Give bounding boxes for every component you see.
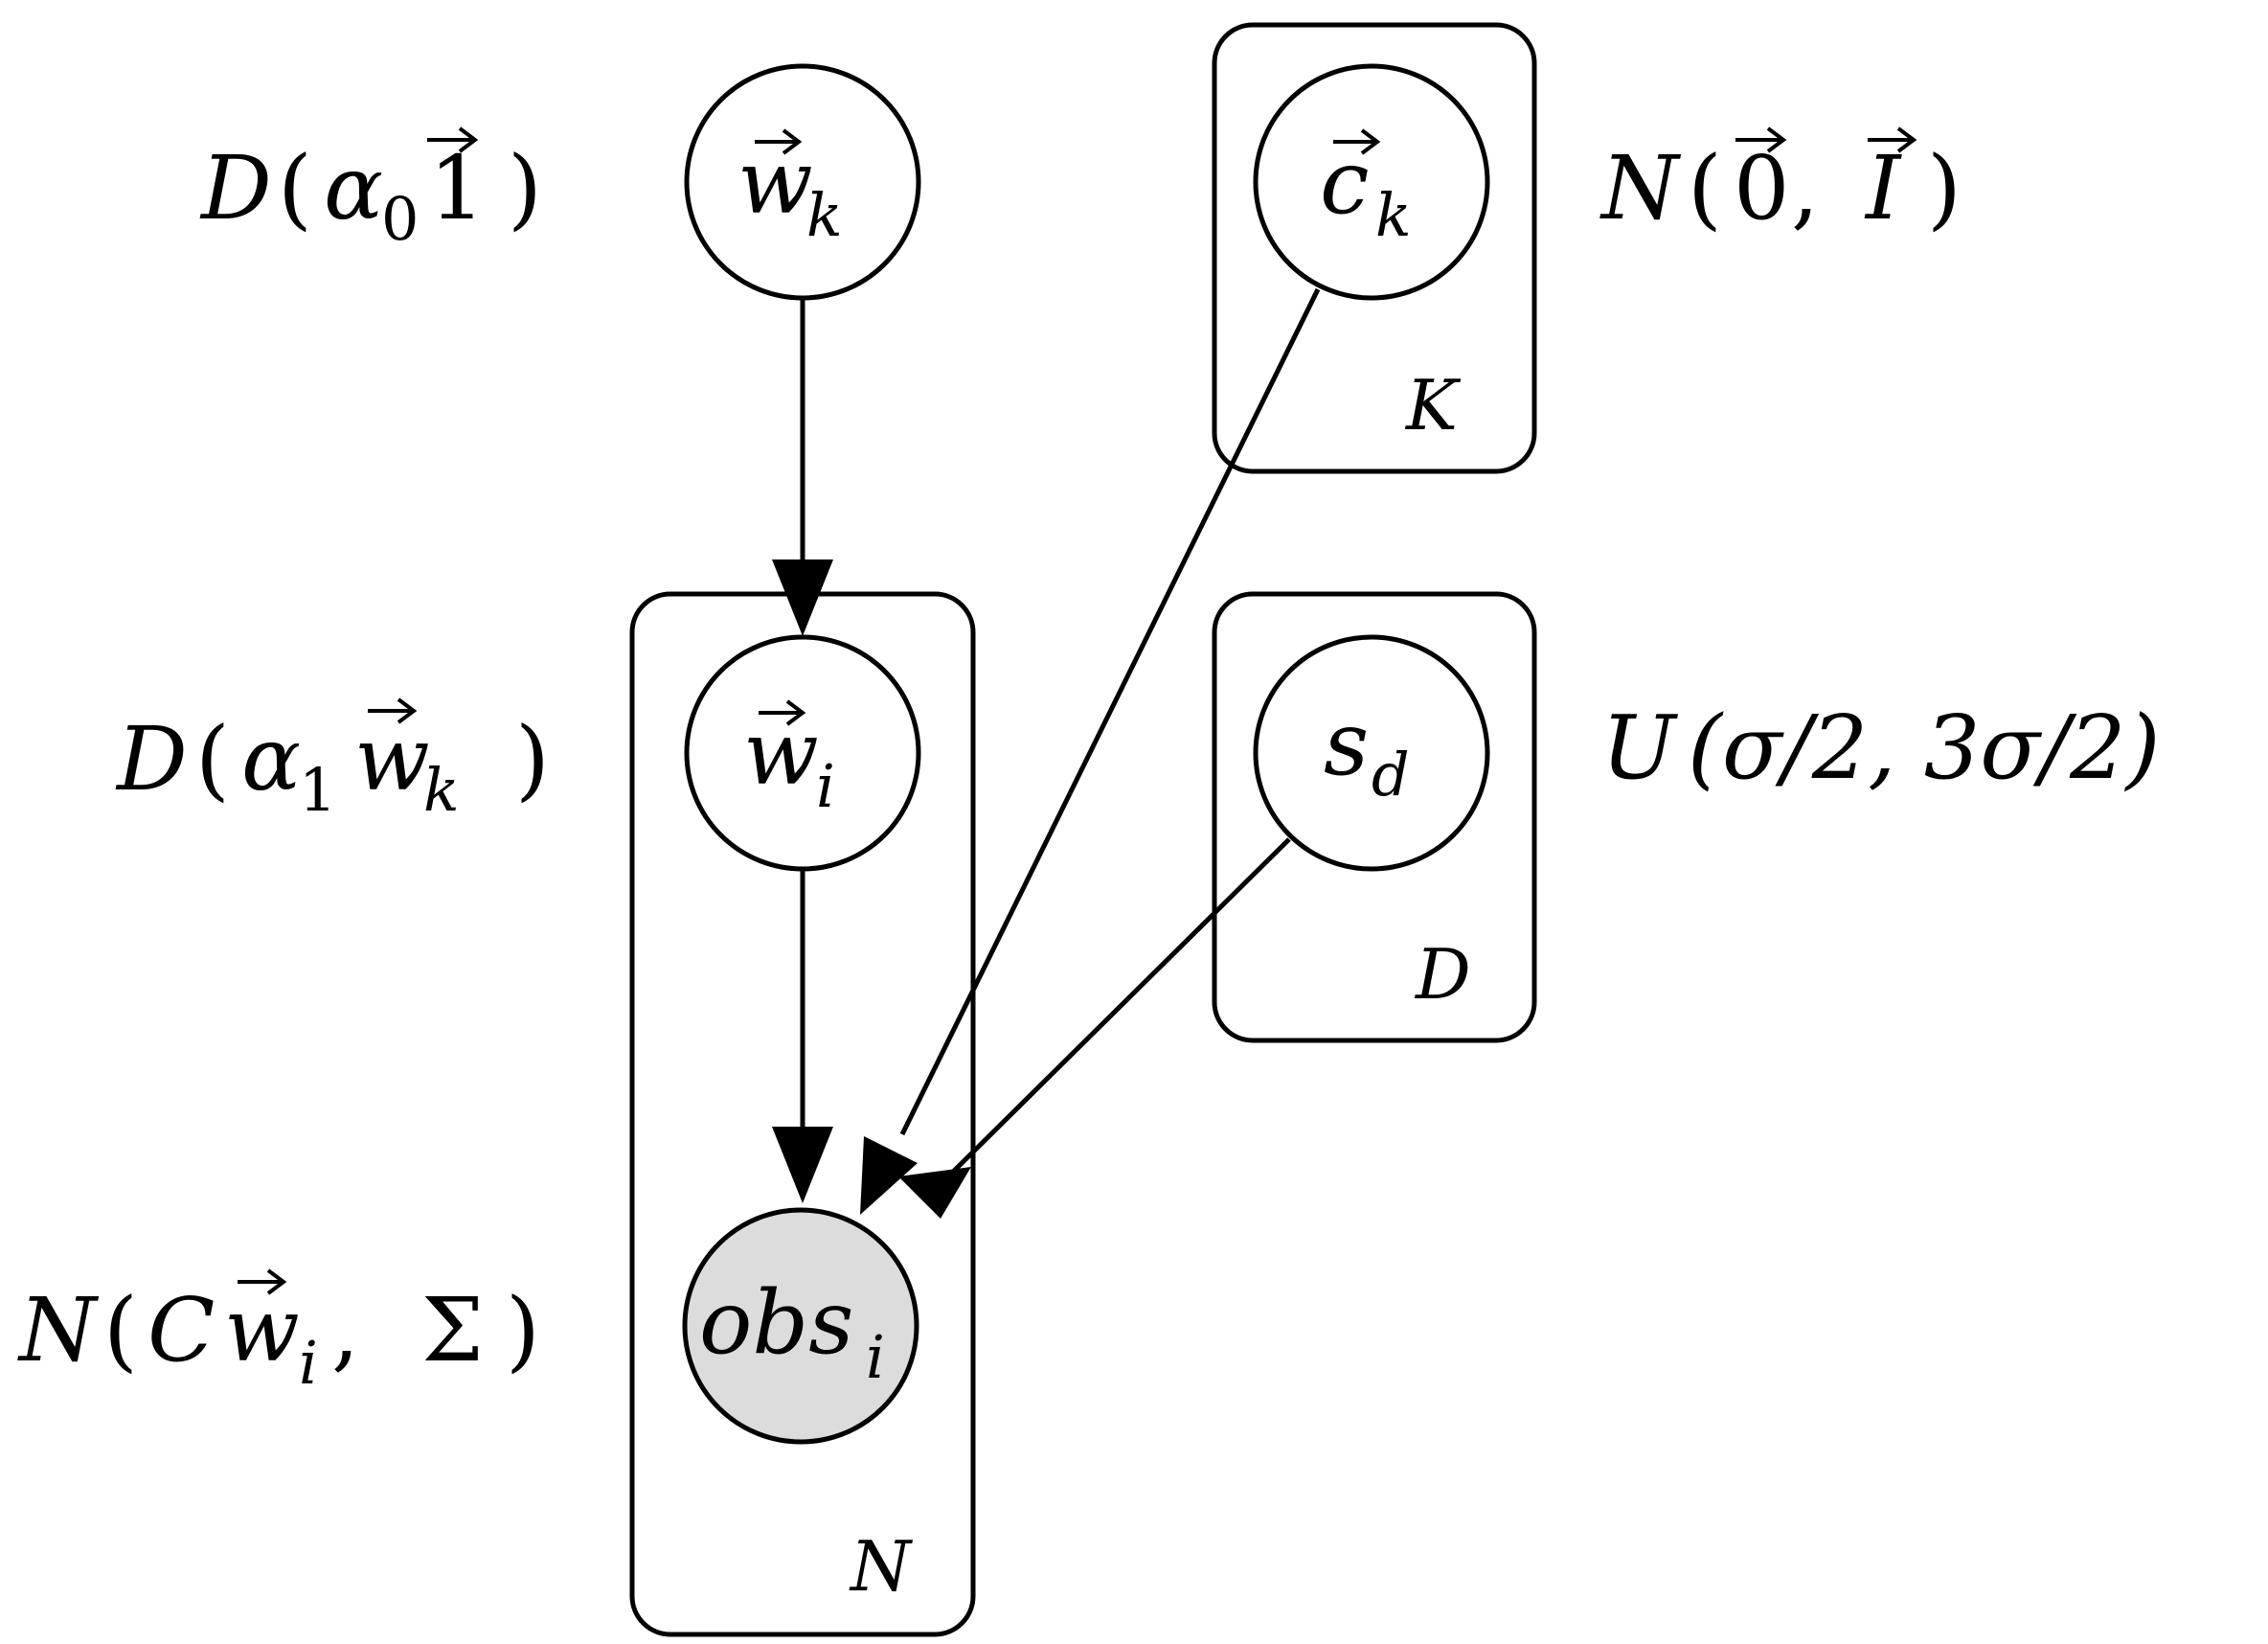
- svg-text:): ): [506, 1279, 540, 1381]
- svg-text:w: w: [354, 708, 430, 811]
- svg-text:c: c: [1320, 131, 1370, 234]
- prior-label-c-k: N ( 0 , I ): [1599, 126, 1962, 240]
- svg-text:w: w: [224, 1279, 300, 1381]
- svg-text:obs: obs: [699, 1271, 854, 1374]
- svg-text:): ): [515, 708, 550, 811]
- svg-text:i: i: [866, 1322, 885, 1392]
- svg-text:D: D: [115, 708, 188, 811]
- svg-text:0: 0: [381, 184, 419, 254]
- arrowhead-sd-obs: [898, 1167, 971, 1219]
- plate-K-label: K: [1404, 365, 1462, 445]
- svg-text:(σ/2, 3σ/2): (σ/2, 3σ/2): [1688, 696, 2160, 799]
- node-w-i: w i: [684, 634, 921, 872]
- prior-label-w-k: D ( α 0 1 ): [199, 126, 542, 254]
- arrowhead-wi-obs: [772, 1127, 833, 1203]
- svg-text:N: N: [1599, 137, 1682, 240]
- svg-text:k: k: [1375, 180, 1412, 250]
- node-obs-i: obs i: [682, 1207, 919, 1445]
- svg-text:k: k: [806, 180, 843, 250]
- svg-text:U: U: [1601, 696, 1679, 799]
- svg-text:): ): [1927, 137, 1962, 240]
- svg-text:(: (: [103, 1279, 138, 1381]
- svg-text:k: k: [423, 755, 460, 825]
- svg-text:α: α: [241, 708, 301, 811]
- svg-text:w: w: [743, 702, 819, 805]
- edge-sd-obs: [939, 837, 1291, 1186]
- svg-text:(: (: [278, 137, 312, 240]
- svg-text:): ): [508, 137, 542, 240]
- node-w-k: w k: [684, 63, 921, 301]
- svg-text:α: α: [324, 137, 383, 240]
- svg-text:1: 1: [299, 755, 336, 825]
- svg-text:0: 0: [1734, 137, 1790, 240]
- node-s-d: s d: [1253, 634, 1490, 872]
- arrowhead-ck-obs: [860, 1136, 918, 1215]
- plate-K: [1212, 22, 1537, 474]
- edge-ck-obs: [899, 287, 1321, 1136]
- svg-text:I: I: [1864, 137, 1902, 240]
- prior-label-obs-i: N ( C w i , Σ ): [17, 1268, 540, 1398]
- svg-text:i: i: [299, 1328, 318, 1398]
- prior-label-s-d: U (σ/2, 3σ/2): [1601, 696, 2160, 799]
- svg-text:(: (: [195, 708, 230, 811]
- plate-N-label: N: [849, 1526, 914, 1607]
- plate-D-label: D: [1414, 934, 1471, 1015]
- svg-text:w: w: [737, 131, 813, 234]
- svg-text:1: 1: [429, 137, 486, 240]
- svg-text:D: D: [199, 137, 272, 240]
- svg-text:i: i: [816, 751, 835, 821]
- svg-text:Σ: Σ: [421, 1279, 484, 1381]
- prior-label-w-i: D ( α 1 w k ): [115, 697, 550, 825]
- svg-text:,: ,: [1791, 137, 1819, 240]
- svg-text:d: d: [1372, 740, 1410, 810]
- svg-text:N: N: [17, 1279, 100, 1381]
- node-c-k: c k: [1253, 63, 1490, 301]
- arrowhead-wk-wi: [772, 559, 833, 636]
- svg-text:C: C: [147, 1279, 215, 1381]
- svg-text:(: (: [1688, 137, 1722, 240]
- svg-text:s: s: [1324, 693, 1369, 795]
- plate-D: [1212, 591, 1537, 1043]
- svg-text:,: ,: [331, 1279, 359, 1381]
